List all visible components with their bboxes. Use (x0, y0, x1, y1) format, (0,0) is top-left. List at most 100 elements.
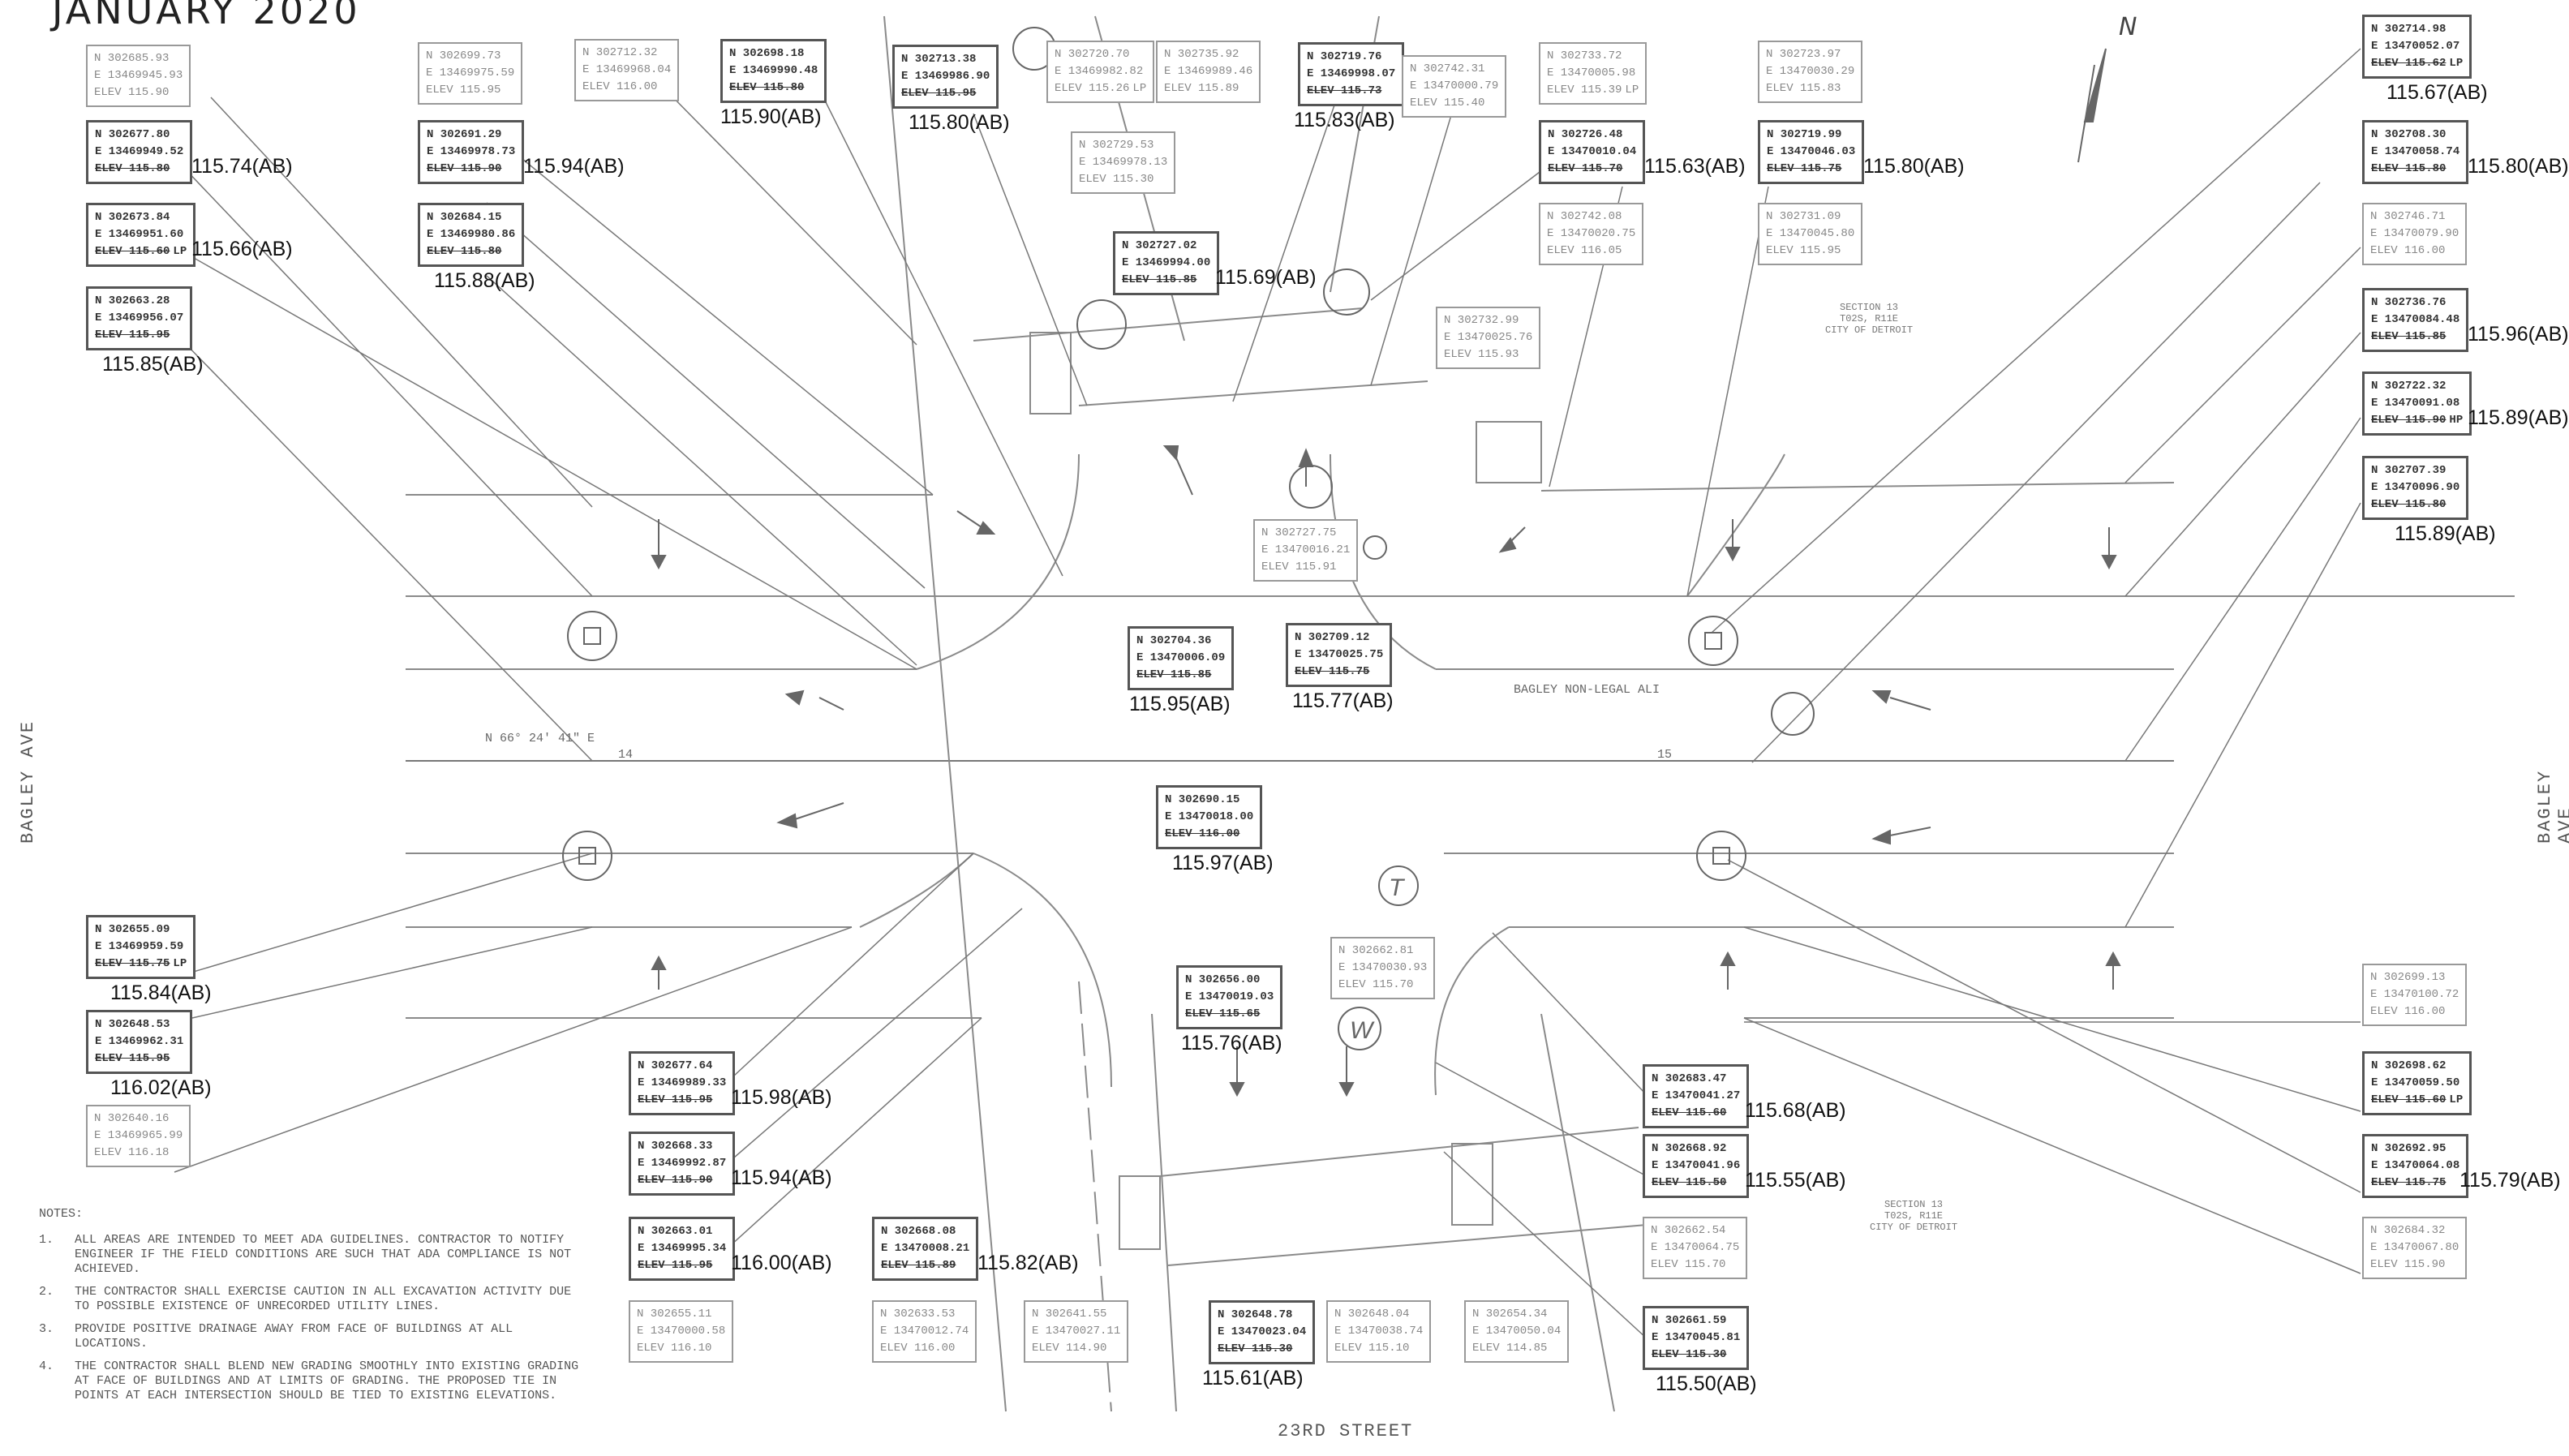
elevation-value: ELEV 115.30 (1218, 1342, 1293, 1355)
easting-value: E 13470000.58 (637, 1325, 726, 1338)
manhole-symbol (562, 831, 612, 881)
northing-value: N 302640.16 (94, 1112, 170, 1125)
manhole-symbol (1696, 831, 1746, 881)
proposed-elevation-label: 115.90(AB) (720, 105, 822, 128)
easting-value: E 13469980.86 (427, 228, 516, 241)
catch-basin-symbol (578, 847, 596, 865)
elevation-value: ELEV 115.80 (2371, 498, 2447, 511)
structure-outline (1119, 1175, 1161, 1250)
elevation-value: ELEV 116.00 (880, 1342, 956, 1355)
point-type-suffix: LP (2449, 57, 2464, 70)
svg-text:W: W (1350, 1017, 1375, 1044)
proposed-elevation-label: 115.63(AB) (1644, 155, 1746, 178)
northing-value: N 302677.80 (95, 128, 170, 141)
northing-value: N 302736.76 (2371, 296, 2447, 309)
proposed-elevation-label: 115.76(AB) (1181, 1032, 1282, 1054)
utility-symbol (1323, 268, 1370, 316)
elevation-value: ELEV 114.85 (1472, 1342, 1548, 1355)
easting-value: E 13470027.11 (1032, 1325, 1121, 1338)
street-label-23rd: 23RD STREET (1278, 1421, 1414, 1441)
easting-value: E 13470025.75 (1295, 648, 1384, 661)
easting-value: E 13469992.87 (638, 1157, 727, 1170)
walk-line (1167, 1224, 1648, 1266)
easting-value: E 13469989.46 (1164, 65, 1253, 78)
proposed-elevation-label: 115.85(AB) (102, 353, 204, 376)
elevation-value: ELEV 115.91 (1261, 560, 1337, 573)
walk-line (1159, 1127, 1639, 1177)
proposed-elevation-label: 115.55(AB) (1745, 1169, 1846, 1192)
easting-value: E 13470016.21 (1261, 543, 1351, 556)
easting-value: E 13470038.74 (1334, 1325, 1424, 1338)
easting-value: E 13470067.80 (2370, 1241, 2459, 1254)
manhole-symbol (1688, 616, 1738, 666)
northing-value: N 302723.97 (1766, 48, 1841, 61)
elevation-value: ELEV 115.85 (1122, 273, 1197, 286)
easting-value: E 13470058.74 (2371, 145, 2460, 158)
elevation-value: ELEV 115.50 (1652, 1176, 1727, 1189)
northing-value: N 302698.62 (2371, 1059, 2447, 1072)
easting-value: E 13470059.50 (2371, 1076, 2460, 1089)
elevation-value: ELEV 115.73 (1307, 84, 1382, 97)
easting-value: E 13469989.33 (638, 1076, 727, 1089)
northing-value: N 302663.28 (95, 294, 170, 307)
elevation-value: ELEV 115.90 (638, 1174, 713, 1187)
northing-value: N 302732.99 (1444, 314, 1519, 327)
proposed-elevation-label: 115.94(AB) (731, 1166, 832, 1189)
structure-outline (1476, 421, 1542, 483)
easting-value: E 13470045.80 (1766, 227, 1855, 240)
proposed-elevation-label: 115.89(AB) (2468, 406, 2569, 429)
northing-value: N 302684.15 (427, 211, 502, 224)
northing-value: N 302648.78 (1218, 1308, 1293, 1321)
easting-value: E 13470064.08 (2371, 1159, 2460, 1172)
easting-value: E 13469945.93 (94, 69, 183, 82)
northing-value: N 302692.95 (2371, 1142, 2447, 1155)
point-type-suffix: HP (2449, 414, 2464, 427)
utility-symbol (1289, 465, 1333, 509)
curb-return (1686, 453, 1785, 597)
road-line (883, 15, 1007, 1412)
easting-value: E 13469975.59 (426, 67, 515, 79)
elevation-value: ELEV 115.90 (94, 86, 170, 99)
northing-value: N 302742.08 (1547, 210, 1622, 223)
easting-value: E 13470030.93 (1338, 961, 1428, 974)
elevation-value: ELEV 115.70 (1338, 978, 1414, 991)
easting-value: E 13470030.29 (1766, 65, 1855, 78)
easting-value: E 13470096.90 (2371, 481, 2460, 494)
elevation-value: ELEV 114.90 (1032, 1342, 1107, 1355)
curb-return (973, 853, 1112, 1088)
station-label-14: 14 (618, 748, 634, 762)
elevation-value: ELEV 115.80 (2371, 162, 2447, 175)
northing-value: N 302733.72 (1547, 49, 1622, 62)
elevation-value: ELEV 116.18 (94, 1146, 170, 1159)
drawing-date-title: JANUARY 2020 (52, 0, 361, 32)
section-note-upper: SECTION 13 T02S, R11E CITY OF DETROIT (1825, 302, 1914, 336)
northing-value: N 302712.32 (582, 46, 658, 59)
elevation-value: ELEV 115.89 (881, 1259, 956, 1272)
point-type-suffix: LP (173, 957, 187, 970)
proposed-elevation-label: 115.80(AB) (2468, 155, 2569, 178)
elevation-value: ELEV 115.75 (1295, 665, 1370, 678)
proposed-elevation-label: 115.68(AB) (1745, 1099, 1846, 1122)
easting-value: E 13470000.79 (1410, 79, 1499, 92)
elevation-value: ELEV 115.30 (1652, 1348, 1727, 1361)
elevation-value: ELEV 115.70 (1548, 162, 1623, 175)
elevation-value: ELEV 115.40 (1410, 97, 1485, 110)
easting-value: E 13470091.08 (2371, 397, 2460, 410)
easting-value: E 13470006.09 (1136, 651, 1226, 664)
elevation-value: ELEV 115.95 (95, 1052, 170, 1065)
